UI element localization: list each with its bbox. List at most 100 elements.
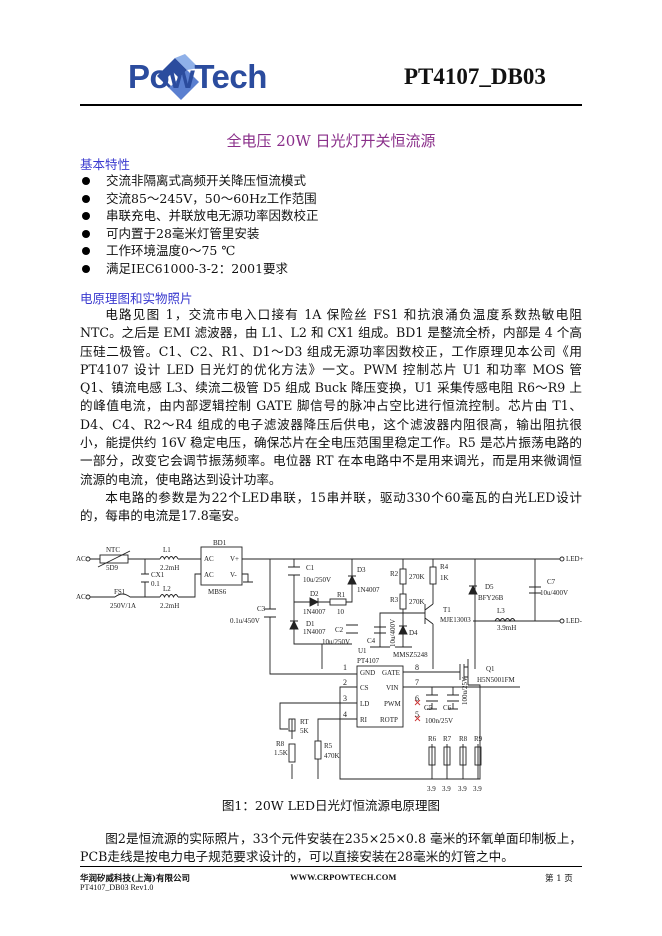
pin-name: RI <box>360 716 368 724</box>
label: PT4107 <box>357 657 380 665</box>
pin-number: 2 <box>343 678 347 687</box>
label: R5 <box>324 742 333 750</box>
label: D5 <box>485 583 494 591</box>
label: 10u/250V <box>322 638 350 646</box>
resistor-r4-icon <box>429 566 437 585</box>
label: 3.9 <box>458 785 467 793</box>
components <box>85 546 565 766</box>
label: 5K <box>300 727 309 735</box>
label: R3 <box>390 596 399 604</box>
label: R6 <box>428 735 437 743</box>
label: C5 <box>424 704 433 712</box>
page-title: 全电压 20W 日光灯开关恒流源 <box>226 132 436 150</box>
label: MJE13003 <box>440 616 471 624</box>
label: MBS6 <box>208 588 227 596</box>
pin-name: CS <box>360 684 369 692</box>
diode-d2-icon <box>309 596 320 607</box>
pin-number: 8 <box>415 663 419 672</box>
bullet-icon <box>82 212 90 220</box>
label: L3 <box>497 607 505 615</box>
label: C6 <box>443 704 452 712</box>
photo-paragraph: 图2是恒流源的实际照片，33个元件安装在235×25×0.8 毫米的环氧单面印制… <box>80 830 582 864</box>
bullet-icon <box>82 177 90 185</box>
label: R2 <box>390 570 399 578</box>
label: AC <box>76 593 86 601</box>
label: R7 <box>443 735 452 743</box>
label: D2 <box>310 590 319 598</box>
terminal-icon <box>559 556 565 562</box>
zener-d4-icon <box>398 624 408 635</box>
label: 1N4007 <box>303 608 326 616</box>
pin-name: LD <box>360 700 369 708</box>
label: 3.9 <box>442 785 451 793</box>
resistor-r9-icon <box>474 746 482 766</box>
resistor-r2-icon <box>399 568 407 585</box>
diode-d5-icon <box>468 584 478 595</box>
list-item: 满足IEC61000-3-2：2001要求 <box>80 260 319 278</box>
pin-number: 5 <box>415 710 419 719</box>
features-heading: 基本特性 <box>80 157 131 172</box>
pin-name: GATE <box>382 669 400 677</box>
capacitor-c7-icon <box>529 586 541 594</box>
label: 1N4007 <box>303 628 326 636</box>
label: RT <box>300 718 309 726</box>
bridge-rectifier-icon <box>200 546 243 586</box>
pin-number: 4 <box>343 710 347 719</box>
list-item: 工作环境温度0～75 ℃ <box>80 242 319 260</box>
label: C7 <box>547 578 556 586</box>
resistor-r3-icon <box>399 593 407 610</box>
pin-number: 6 <box>415 694 419 703</box>
component-labels: AC AC NTC 5D9 L1 2.2mH CX1 0.1 FS1 250V/… <box>76 539 584 793</box>
logo-icon <box>157 54 199 100</box>
principle-heading: 电原理图和实物照片 <box>80 291 193 306</box>
diode-d3-icon <box>347 574 357 585</box>
resistor-r6-icon <box>428 746 436 766</box>
label: 0.1u/450V <box>230 617 260 625</box>
label: BFY26B <box>478 594 504 602</box>
pin-number: 1 <box>343 663 347 672</box>
footer-company: 华润矽威科技(上海)有限公司 <box>80 874 191 884</box>
footer-page-number: 第 1 页 <box>545 874 573 884</box>
label: R8 <box>276 740 285 748</box>
label: C4 <box>367 637 376 645</box>
figure-caption: 图1：20W LED日光灯恒流源电原理图 <box>221 797 441 813</box>
label: MMSZ5248 <box>393 651 428 659</box>
list-item: 交流非隔离式高频开关降压恒流模式 <box>80 172 319 190</box>
label: 1K <box>440 574 449 582</box>
diode-d1-icon <box>289 619 299 630</box>
label: 10u/400V <box>540 589 568 597</box>
capacitor-c1-icon <box>288 566 300 576</box>
label: 2.2mH <box>160 564 179 572</box>
label: NTC <box>106 546 120 554</box>
terminal-icon <box>85 594 91 600</box>
pin-name: VIN <box>386 684 398 692</box>
inductor-l1-icon <box>159 555 179 560</box>
label: U1 <box>358 647 367 655</box>
pin-name: PWM <box>384 700 402 708</box>
resistor-r1-icon <box>329 598 347 606</box>
label: V- <box>230 571 237 579</box>
no-connect-icon <box>414 699 421 721</box>
capacitors-c5-c6-icon <box>426 694 459 702</box>
label: 10 <box>337 608 345 616</box>
bullet-icon <box>82 194 90 203</box>
label: 470K <box>324 752 340 760</box>
terminal-icon <box>559 618 565 624</box>
label: 1N4007 <box>357 586 380 594</box>
capacitor-c2-icon <box>346 624 358 634</box>
mosfet-q1-icon <box>459 663 468 680</box>
label: C1 <box>306 564 315 572</box>
potentiometer-rt-icon <box>288 718 296 732</box>
label: AC <box>204 555 214 563</box>
ntc-slash-icon <box>97 550 131 567</box>
label: AC <box>76 555 86 563</box>
label: AC <box>204 571 214 579</box>
label: C3 <box>257 605 266 613</box>
label: L2 <box>163 585 171 593</box>
footer-url[interactable]: WWW.CRPOWTECH.COM <box>290 872 397 882</box>
list-item: 串联充电、并联放电无源功率因数校正 <box>80 207 319 225</box>
circuit-schematic: AC AC NTC 5D9 L1 2.2mH CX1 0.1 FS1 250V/… <box>76 539 584 793</box>
label: 3.9 <box>427 785 436 793</box>
label: D3 <box>357 566 366 574</box>
label: 10u/400V <box>389 619 397 647</box>
